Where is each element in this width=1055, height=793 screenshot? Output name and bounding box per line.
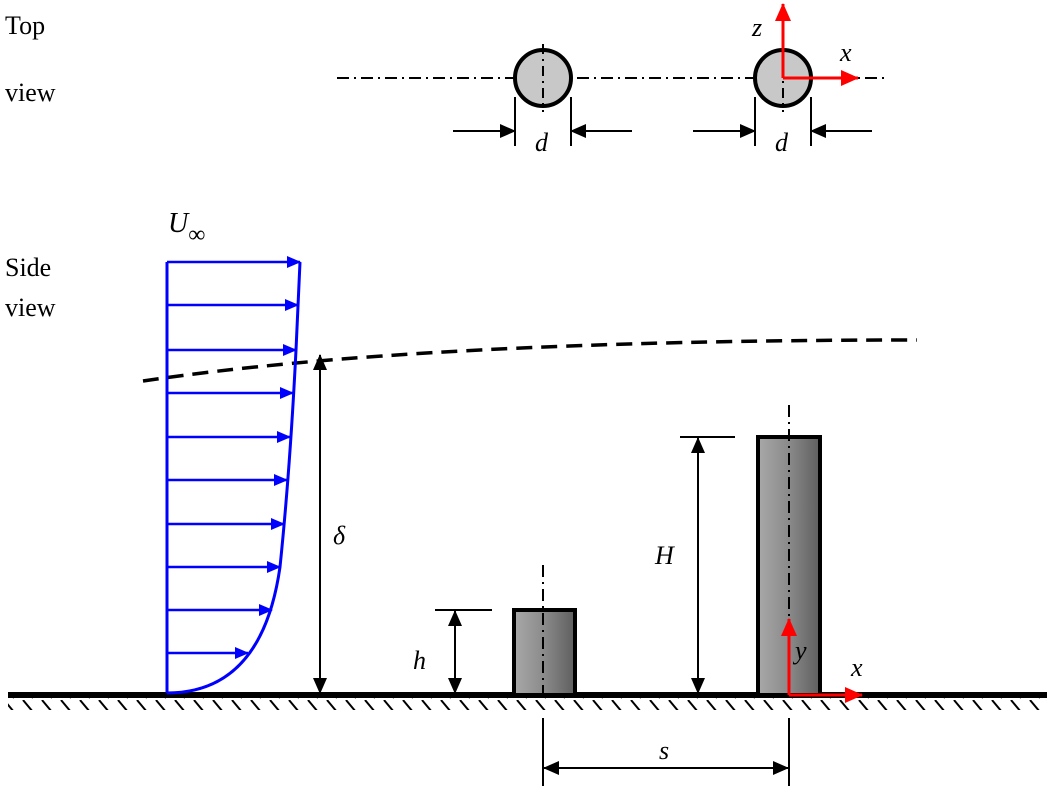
side-view <box>8 256 1048 786</box>
diameter-dimension-small <box>453 97 632 146</box>
top-view-label-line2: view <box>5 78 56 107</box>
top-axis-x-label: x <box>840 38 852 67</box>
infinity-subscript: ∞ <box>188 222 206 248</box>
side-view-label-line2: view <box>5 293 56 322</box>
side-axis-x-label: x <box>851 653 863 682</box>
top-view <box>337 3 887 146</box>
side-axes <box>781 618 863 703</box>
h-label: h <box>413 646 426 675</box>
ground-hatch <box>8 697 1048 710</box>
diameter-label-tall: d <box>775 128 788 157</box>
side-axis-y-label: y <box>795 636 807 665</box>
top-axes <box>775 3 859 86</box>
freestream-label: U∞ <box>168 208 205 248</box>
s-label: s <box>659 736 670 765</box>
small-cylinder-side <box>512 608 577 697</box>
h-dimension <box>435 609 492 694</box>
top-view-label-line1: Top <box>5 11 46 40</box>
top-axis-z-label: z <box>752 13 763 42</box>
velocity-profile <box>165 256 302 695</box>
freestream-symbol: U <box>168 208 189 239</box>
delta-label: δ <box>333 521 346 550</box>
s-dimension <box>542 718 790 786</box>
side-view-label-line1: Side <box>5 253 52 282</box>
H-label: H <box>655 541 674 570</box>
boundary-layer-edge <box>142 338 918 383</box>
H-dimension <box>680 436 735 694</box>
diameter-label-small: d <box>535 128 548 157</box>
diameter-dimension-tall <box>693 97 872 146</box>
